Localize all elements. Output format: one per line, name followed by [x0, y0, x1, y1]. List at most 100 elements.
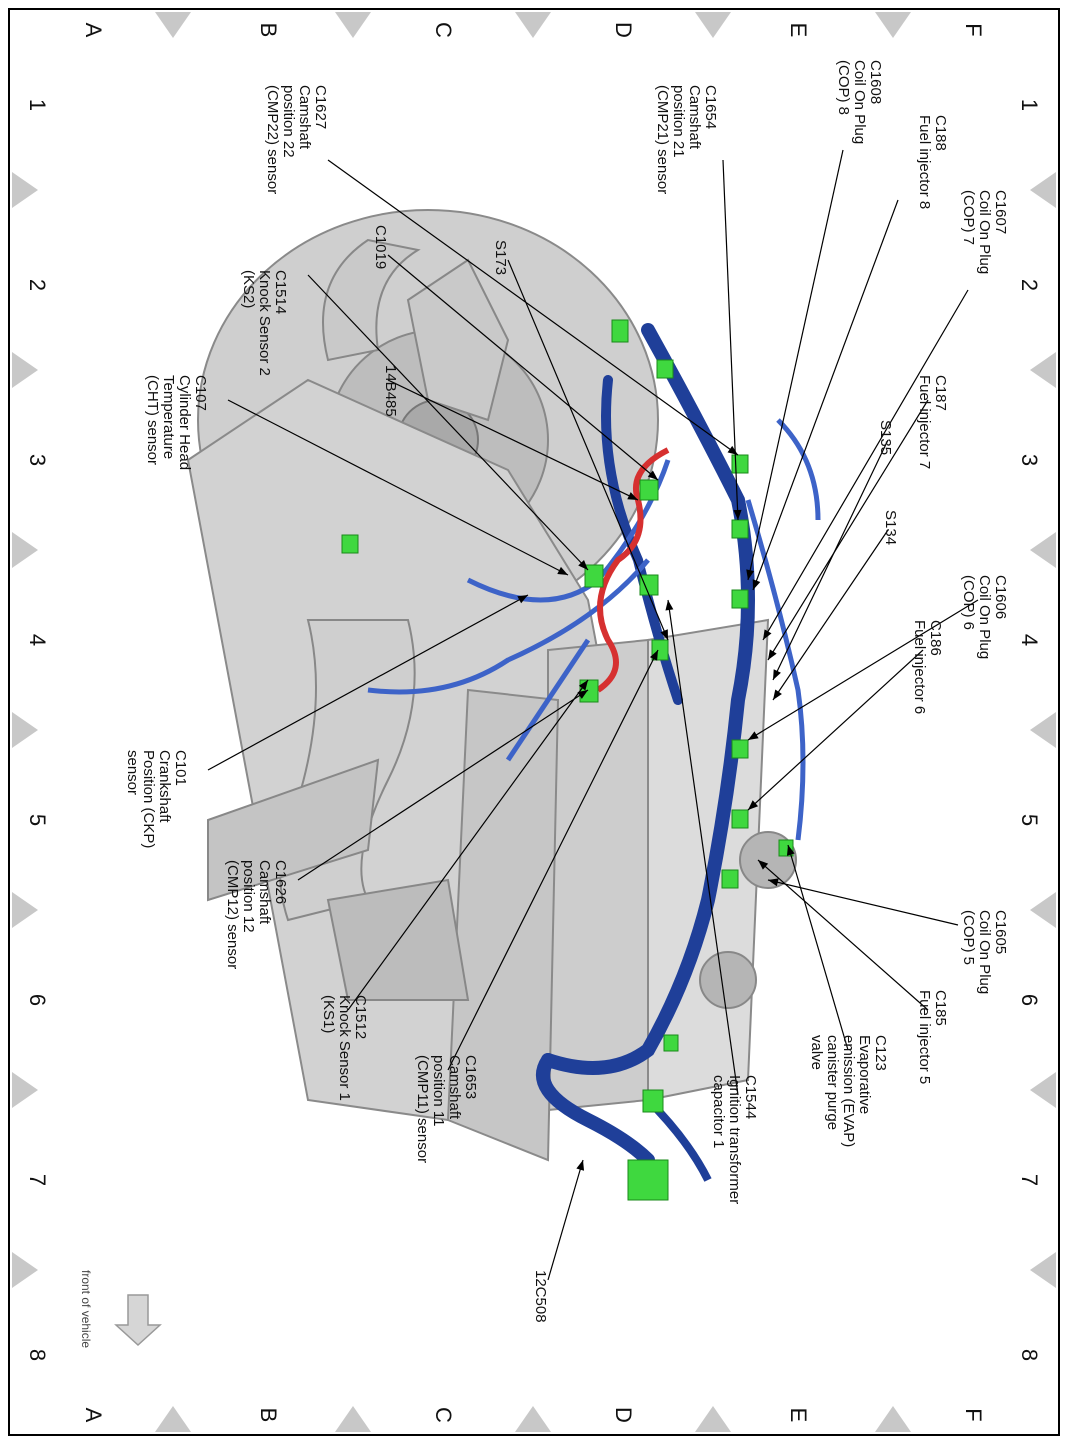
callout-leaders — [207, 149, 979, 1281]
border-triangle — [875, 1406, 911, 1432]
callout-line: (CMP21) sensor — [654, 85, 671, 195]
column-number: 3 — [25, 453, 50, 467]
callout-line: (CMP22) sensor — [264, 85, 281, 195]
column-number: 8 — [1017, 1348, 1042, 1362]
callout-line: Position (CKP) — [140, 750, 157, 849]
leader-line-c123 — [787, 844, 849, 1051]
callout-line: (CHT) sensor — [144, 375, 161, 466]
leader-line-c1019 — [387, 254, 659, 481]
callout-line: canister purge — [824, 1035, 841, 1131]
callout-line: (COP) 7 — [960, 190, 977, 246]
row-letter: D — [611, 1407, 636, 1423]
border-triangle — [515, 1406, 551, 1432]
callout-line: 12C508 — [532, 1270, 549, 1323]
border-triangle — [695, 12, 731, 38]
leader-arrowhead — [746, 569, 755, 580]
callout-line: valve — [808, 1035, 825, 1071]
border-triangle — [1030, 172, 1056, 208]
leader-arrowhead — [649, 650, 658, 661]
front-of-vehicle-label: front of vehicle — [79, 1270, 93, 1349]
callout-line: (KS1) — [320, 995, 337, 1034]
callout-line: C107 — [192, 375, 209, 411]
callout-line: (COP) 6 — [960, 575, 977, 631]
leader-line-c1514 — [307, 274, 589, 571]
row-letter: B — [256, 22, 281, 38]
leader-line-b12c508 — [547, 1159, 584, 1281]
callout-line: C1653 — [462, 1055, 479, 1100]
row-letter: A — [81, 22, 106, 38]
border-triangle — [12, 1252, 38, 1288]
leader-arrowhead — [627, 492, 638, 500]
callout-line: C188 — [932, 115, 949, 151]
column-number: 5 — [25, 813, 50, 827]
border-triangle — [155, 1406, 191, 1432]
column-number: 7 — [25, 1173, 50, 1187]
callout-c1019: C1019 — [372, 225, 389, 269]
leader-line-c185 — [757, 859, 929, 1011]
leader-line-c1608 — [747, 149, 844, 581]
callout-line: Camshaft — [256, 860, 273, 925]
callout-line: Crankshaft — [156, 750, 173, 823]
row-letter: A — [81, 1407, 106, 1423]
leader-arrowhead — [733, 509, 742, 520]
leader-arrowhead — [763, 629, 772, 640]
front-arrow-icon — [114, 1294, 162, 1347]
border-triangle — [1030, 352, 1056, 388]
leader-line-s134 — [772, 529, 889, 701]
leader-arrowhead — [578, 559, 588, 570]
callout-line: C1608 — [867, 60, 884, 105]
column-number: 6 — [1017, 993, 1042, 1007]
callout-line: position 21 — [670, 85, 687, 158]
leader-arrowhead — [786, 845, 795, 856]
column-number: 8 — [25, 1348, 50, 1362]
leader-arrowhead — [576, 1160, 585, 1171]
column-number: 4 — [1017, 633, 1042, 647]
row-letter: D — [611, 22, 636, 38]
callout-line: S134 — [882, 510, 899, 546]
leader-line-c107 — [227, 399, 569, 576]
border-triangle — [695, 1406, 731, 1432]
border-triangle — [515, 12, 551, 38]
leader-line-c1606 — [747, 599, 979, 741]
callout-line: S135 — [877, 420, 894, 456]
border-triangle — [12, 1072, 38, 1108]
callout-line: Coil On Plug — [851, 60, 868, 145]
callout-line: Coil On Plug — [976, 190, 993, 275]
callout-line: C1626 — [272, 860, 289, 905]
leader-arrowhead — [773, 669, 781, 680]
column-number: 1 — [1017, 98, 1042, 112]
callout-line: C1654 — [702, 85, 719, 130]
callout-line: Knock Sensor 2 — [256, 270, 273, 376]
column-number: 1 — [25, 98, 50, 112]
border-triangle — [335, 1406, 371, 1432]
red-wire — [596, 447, 670, 693]
leader-arrowhead — [727, 445, 738, 455]
callout-b14b485: 14B485 — [382, 365, 399, 417]
leader-arrowhead — [577, 690, 588, 699]
callout-line: (COP) 8 — [835, 60, 852, 116]
callout-b12c508: 12C508 — [532, 1270, 549, 1323]
callout-line: position 22 — [280, 85, 297, 158]
callout-line: Fuel injector 6 — [911, 620, 928, 715]
callout-line: Fuel injector 7 — [916, 375, 933, 470]
callout-line: S173 — [492, 240, 509, 276]
column-number: 7 — [1017, 1173, 1042, 1187]
row-letter: B — [256, 1407, 281, 1423]
border-triangle — [875, 12, 911, 38]
row-letter: C — [431, 22, 456, 38]
